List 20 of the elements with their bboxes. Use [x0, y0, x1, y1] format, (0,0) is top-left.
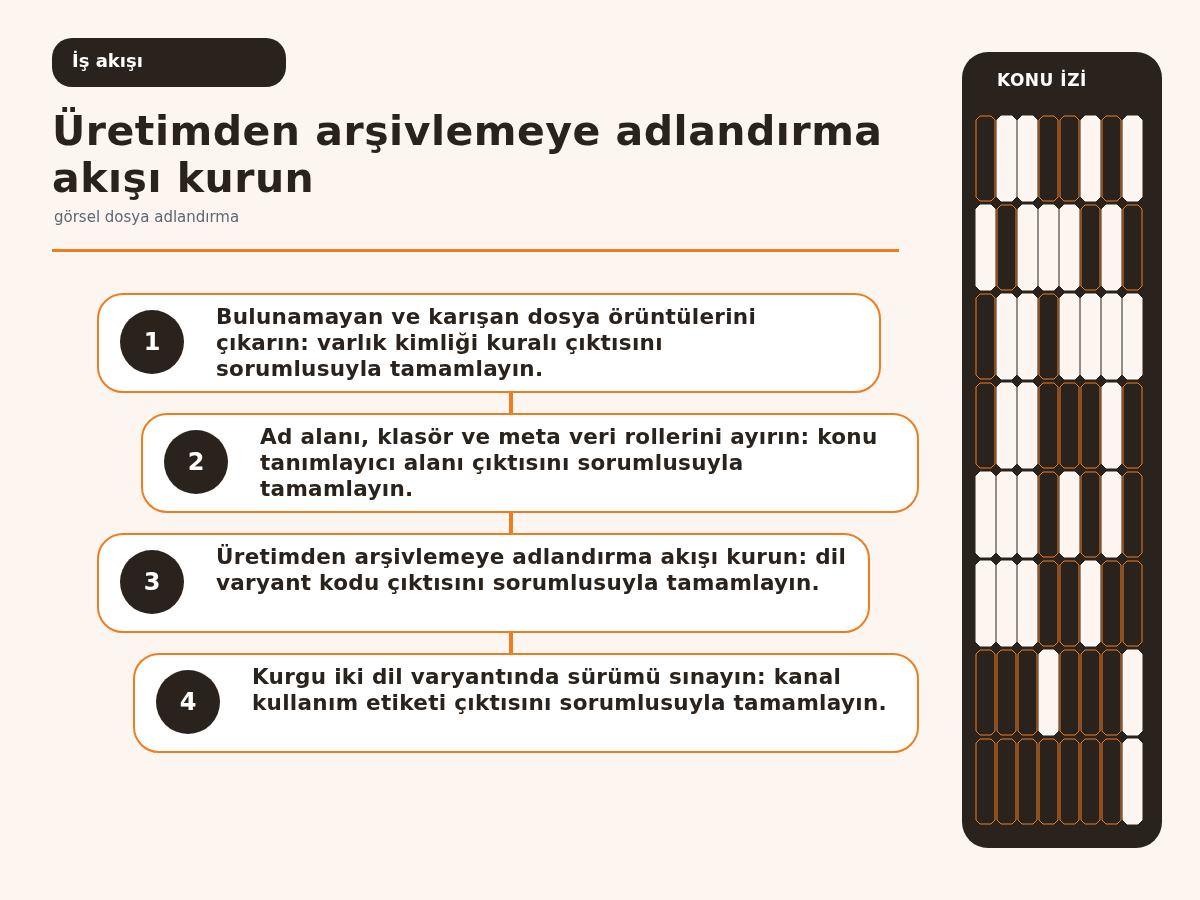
step-card [97, 533, 870, 633]
panel-heading: KONU İZİ [997, 70, 1087, 90]
connector-line [509, 633, 513, 653]
connector-line [509, 513, 513, 533]
connector-line [509, 393, 513, 413]
step-number-circle: 4 [156, 670, 220, 734]
step-text: Ad alanı, klasör ve meta veri rollerini ayırın: konu tanımlayıcı alanı çıktısını sorumlusuyla tamamlayın. [260, 424, 879, 502]
step-number-circle: 2 [164, 430, 228, 494]
step-text: Üretimden arşivlemeye adlandırma akışı kurun: dil varyant kodu çıktısını sorumlusuyla tamamlayın. [216, 544, 848, 596]
sidebar-panel [962, 52, 1162, 848]
category-tag: İş akışı [52, 38, 286, 87]
step-number-circle: 1 [120, 310, 184, 374]
step-number-circle: 3 [120, 550, 184, 614]
step-card [133, 653, 919, 753]
step-card [97, 293, 881, 393]
step-card [141, 413, 919, 513]
step-text: Kurgu iki dil varyantında sürümü sınayın: kanal kullanım etiketi çıktısını sorumlusuyla tamamlayın. [252, 664, 888, 716]
title-heading: Üretimden arşivlemeye adlandırma akışı kurun [52, 108, 884, 202]
subtitle: görsel dosya adlandırma [54, 208, 240, 226]
step-text: Bulunamayan ve karışan dosya örüntülerini çıkarın: varlık kimliği kuralı çıktısını sorumlusuyla tamamlayın. [216, 304, 758, 382]
